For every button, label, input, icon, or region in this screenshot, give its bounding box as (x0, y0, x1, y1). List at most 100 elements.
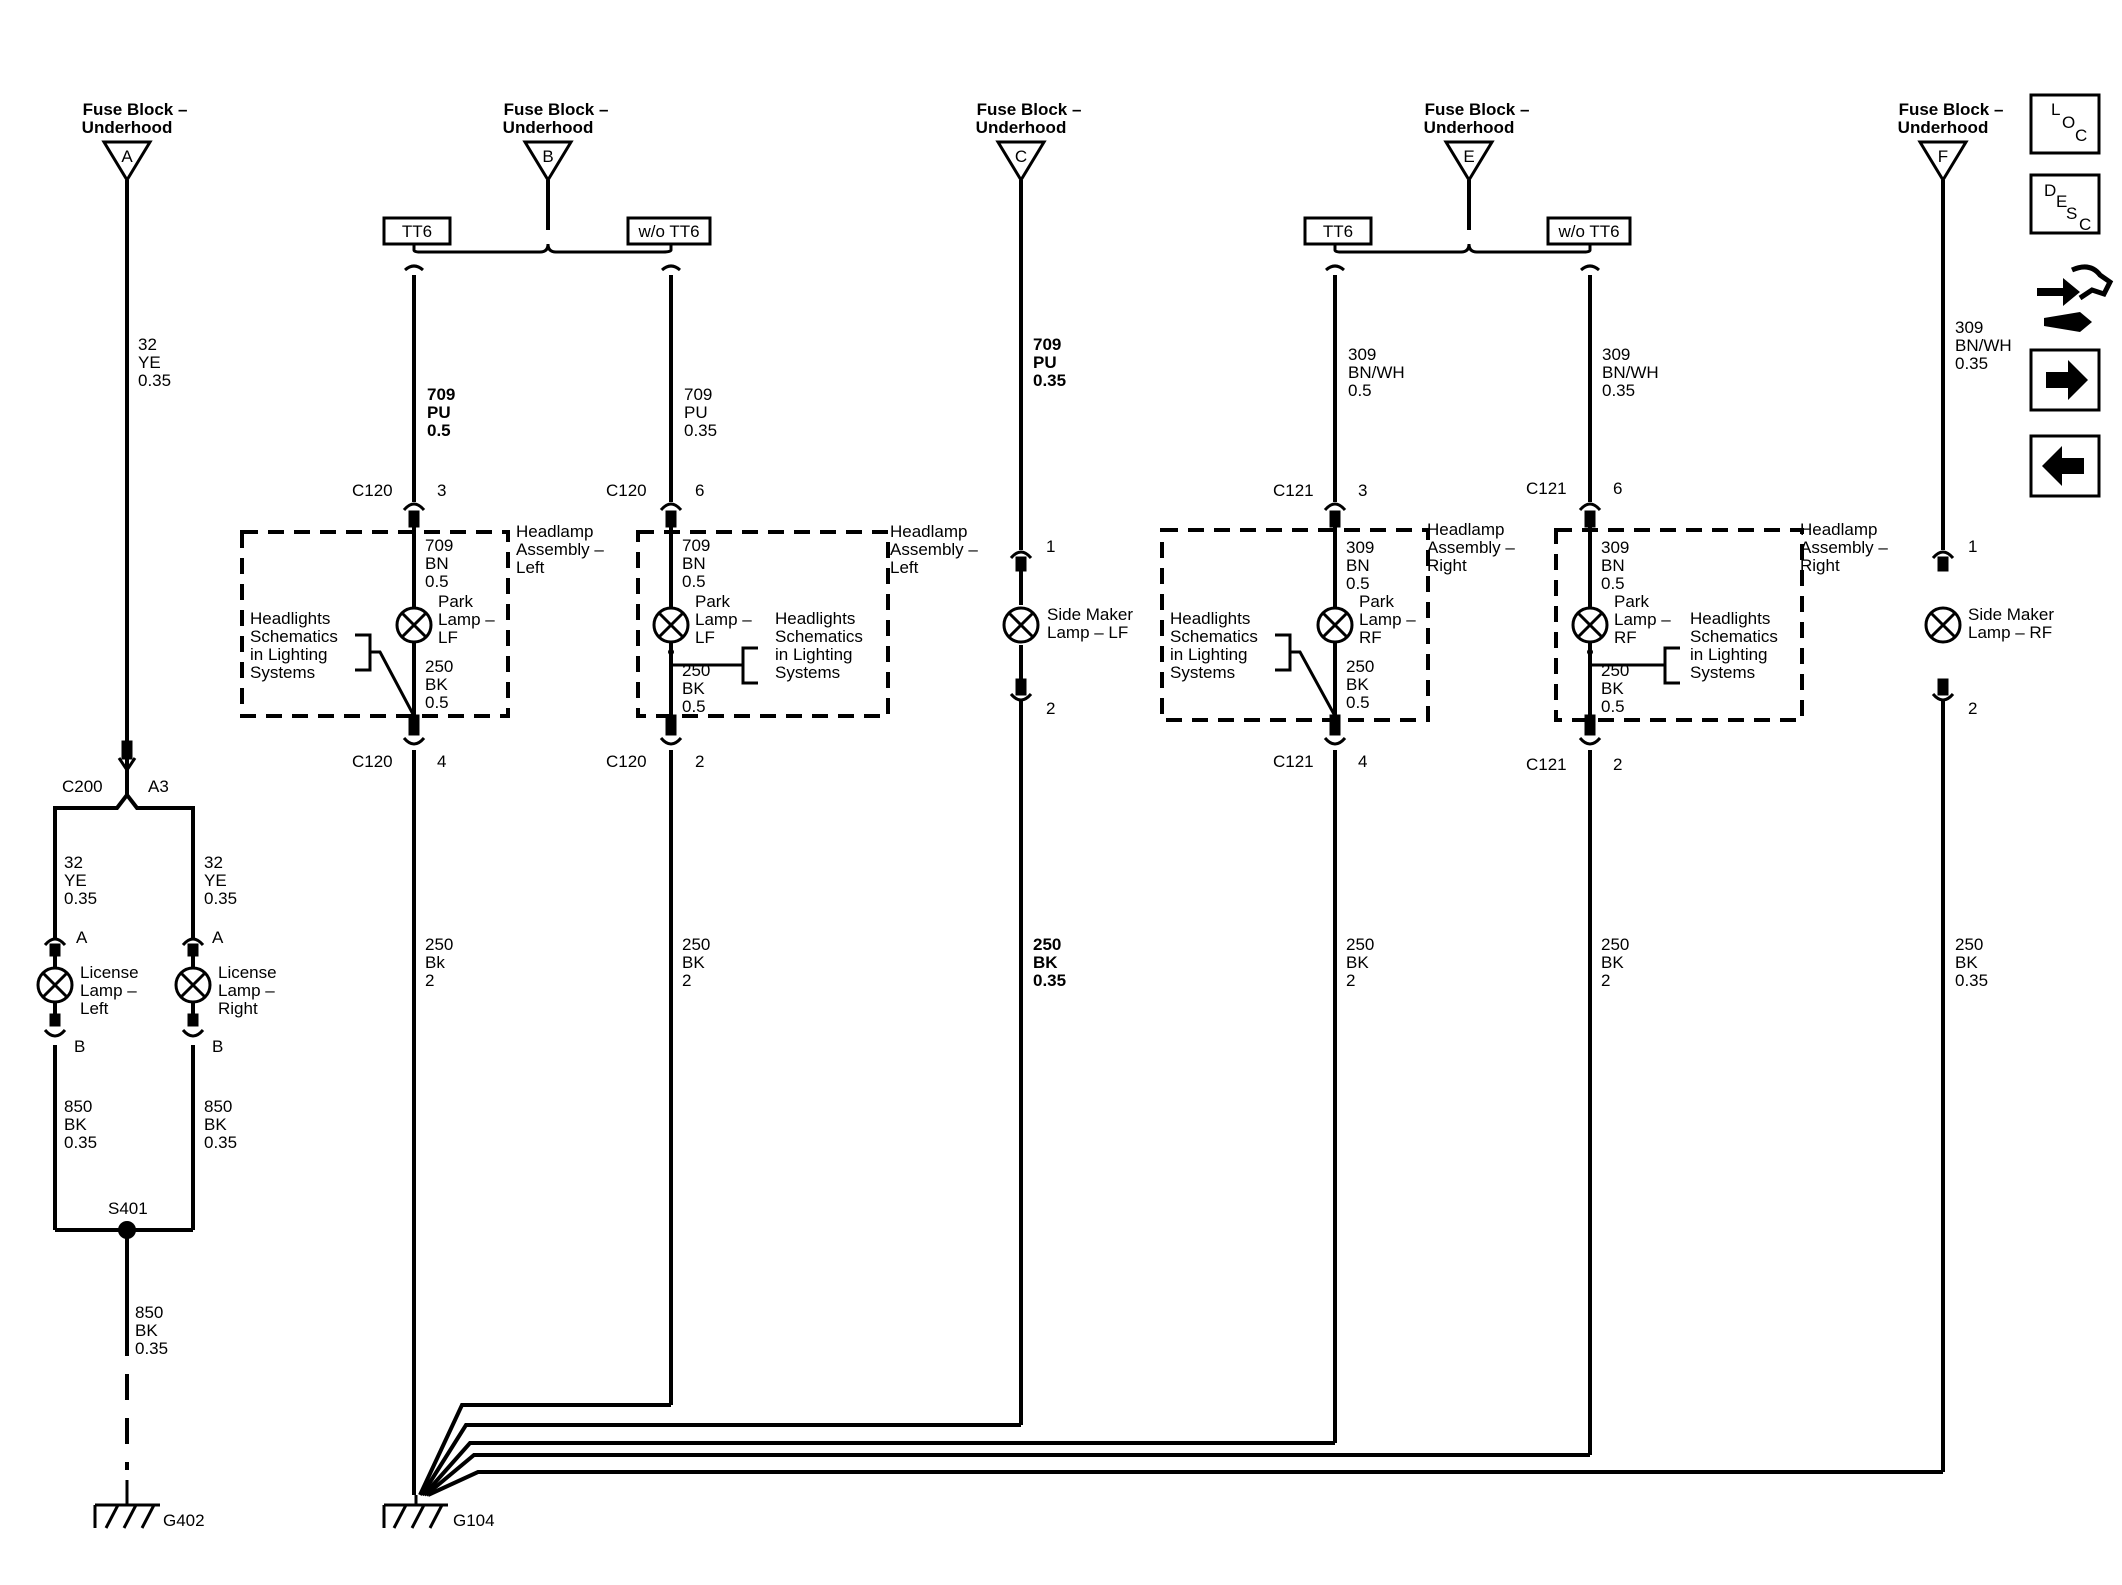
previous-arrow-icon[interactable] (2029, 434, 2101, 498)
svg-text:LF: LF (438, 628, 458, 647)
splice-s401 (118, 1221, 136, 1239)
svg-text:Schematics: Schematics (775, 627, 863, 646)
svg-text:Left: Left (516, 558, 545, 577)
svg-text:Lamp –: Lamp – (438, 610, 495, 629)
hl-right-assembly-2 (1554, 528, 1804, 722)
svg-text:Right: Right (1427, 556, 1467, 575)
svg-text:0.5: 0.5 (1346, 693, 1370, 712)
svg-text:YE: YE (138, 353, 161, 372)
wo-tt6-label-left: w/o TT6 (637, 222, 699, 241)
svg-text:Right: Right (1800, 556, 1840, 575)
fuse-id: E (1463, 147, 1474, 166)
license-lamp-left-icon (36, 966, 74, 1004)
svg-text:850: 850 (135, 1303, 163, 1322)
svg-text:BK: BK (1346, 953, 1369, 972)
svg-text:Assembly –: Assembly – (1800, 538, 1888, 557)
svg-text:2: 2 (1601, 971, 1610, 990)
side-lamp-lf-icon (1002, 606, 1040, 644)
svg-text:Park: Park (695, 592, 730, 611)
svg-text:Systems: Systems (1170, 663, 1235, 682)
connector-pinout-icon[interactable] (2037, 264, 2114, 332)
fuse-F: Fuse Block – Underhood F (1898, 100, 2003, 183)
svg-text:0.35: 0.35 (1955, 971, 1988, 990)
loc-button[interactable]: L O C (2029, 93, 2101, 155)
c121-label: C121 (1526, 755, 1567, 774)
svg-text:Headlights: Headlights (250, 609, 330, 628)
svg-text:Headlamp: Headlamp (890, 522, 968, 541)
svg-text:BK: BK (1601, 953, 1624, 972)
svg-text:250: 250 (1346, 935, 1374, 954)
svg-text:Systems: Systems (775, 663, 840, 682)
tt6-label-right: TT6 (1323, 222, 1353, 241)
license-lamp-right-icon (174, 966, 212, 1004)
svg-text:BN: BN (682, 554, 706, 573)
fuse-id: F (1938, 147, 1948, 166)
next-arrow-icon[interactable] (2029, 348, 2101, 412)
tt6-label-left: TT6 (402, 222, 432, 241)
svg-text:B: B (74, 1037, 85, 1056)
svg-text:Lamp –: Lamp – (80, 981, 137, 1000)
svg-text:Headlights: Headlights (775, 609, 855, 628)
svg-text:709: 709 (425, 536, 453, 555)
schematic-brackets (355, 633, 1680, 717)
svg-text:in Lighting: in Lighting (1170, 645, 1248, 664)
c121-label: C121 (1273, 752, 1314, 771)
lamp-symbols (36, 606, 1962, 1004)
svg-text:Headlamp: Headlamp (516, 522, 594, 541)
svg-text:250: 250 (682, 935, 710, 954)
svg-text:Systems: Systems (1690, 663, 1755, 682)
fuse-label-line2: Underhood (82, 118, 173, 137)
svg-text:709: 709 (684, 385, 712, 404)
svg-text:0.35: 0.35 (64, 889, 97, 908)
park-lamp-rf-icon (1316, 606, 1354, 644)
svg-text:709: 709 (1033, 335, 1061, 354)
svg-text:0.5: 0.5 (682, 697, 706, 716)
fuse-A: Fuse Block – Underhood A (82, 100, 187, 183)
wo-tt6-label-right: w/o TT6 (1557, 222, 1619, 241)
svg-text:0.35: 0.35 (1033, 371, 1066, 390)
svg-text:Lamp – LF: Lamp – LF (1047, 623, 1128, 642)
svg-text:BK: BK (1033, 953, 1058, 972)
svg-text:BN: BN (425, 554, 449, 573)
svg-text:License: License (218, 963, 277, 982)
svg-text:0.35: 0.35 (64, 1133, 97, 1152)
desc-button[interactable]: D E S C (2029, 173, 2101, 235)
ground-symbols (93, 1480, 448, 1529)
svg-text:32: 32 (204, 853, 223, 872)
svg-text:2: 2 (1613, 755, 1622, 774)
svg-text:Schematics: Schematics (1170, 627, 1258, 646)
svg-text:0.5: 0.5 (427, 421, 451, 440)
a3-label: A3 (148, 777, 169, 796)
splice-label: S401 (108, 1199, 148, 1218)
svg-text:0.5: 0.5 (425, 572, 449, 591)
svg-text:3: 3 (1358, 481, 1367, 500)
svg-text:LF: LF (695, 628, 715, 647)
svg-text:4: 4 (437, 752, 446, 771)
svg-text:2: 2 (682, 971, 691, 990)
fuse-label-line2: Underhood (976, 118, 1067, 137)
svg-text:309: 309 (1348, 345, 1376, 364)
c120-label: C120 (606, 481, 647, 500)
svg-text:in Lighting: in Lighting (1690, 645, 1768, 664)
fuse-label-line2: Underhood (503, 118, 594, 137)
svg-text:850: 850 (204, 1097, 232, 1116)
svg-text:BK: BK (1601, 679, 1624, 698)
svg-text:1: 1 (1968, 537, 1977, 556)
svg-text:Park: Park (1614, 592, 1649, 611)
svg-text:0.5: 0.5 (682, 572, 706, 591)
svg-text:Headlamp: Headlamp (1427, 520, 1505, 539)
